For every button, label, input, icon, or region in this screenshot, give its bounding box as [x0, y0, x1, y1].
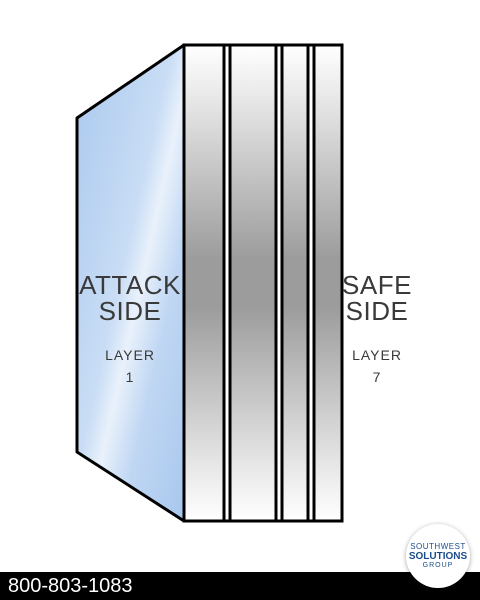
- logo-line3: GROUP: [422, 562, 454, 569]
- safe-title-line1: SAFE: [342, 270, 412, 300]
- attack-layer-number: 1: [125, 369, 135, 385]
- laminate-layer-5: [280, 43, 310, 523]
- logo-line2: SOLUTIONS: [408, 551, 468, 562]
- safe-layer-number: 7: [372, 369, 382, 385]
- laminate-layer-3: [228, 43, 278, 523]
- company-logo: SOUTHWEST SOLUTIONS GROUP: [406, 524, 470, 588]
- attack-side-label: ATTACK SIDE LAYER 1: [70, 272, 190, 388]
- footer-bar: [0, 572, 480, 600]
- laminate-layer-7: [312, 43, 344, 523]
- laminate-layer-1: [182, 43, 226, 523]
- attack-title-line1: ATTACK: [79, 270, 181, 300]
- attack-title-line2: SIDE: [98, 296, 162, 326]
- attack-layer-word: LAYER: [105, 347, 155, 363]
- safe-title-line2: SIDE: [345, 296, 409, 326]
- phone-number: 800-803-1083: [8, 575, 133, 597]
- safe-side-label: SAFE SIDE LAYER 7: [322, 272, 432, 388]
- logo-line1: SOUTHWEST: [410, 542, 466, 551]
- safe-layer-word: LAYER: [352, 347, 402, 363]
